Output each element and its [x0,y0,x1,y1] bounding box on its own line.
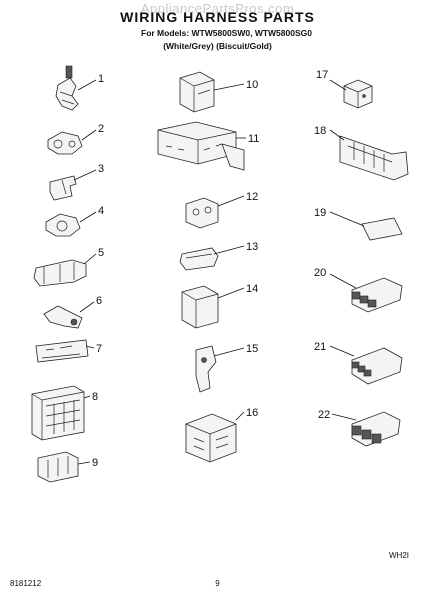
part-12-drawing [185,195,245,229]
diagram-code: WH2I [389,551,409,560]
callout-11: 11 [248,133,259,145]
callout-10: 10 [246,79,258,91]
part-2-drawing [47,129,97,155]
part-5-drawing [33,253,97,287]
callout-15: 15 [246,343,258,355]
callout-1: 1 [98,73,104,85]
part-13-drawing [179,245,245,271]
part-21-drawing [329,345,403,385]
part-14-drawing [181,285,245,329]
part-1-drawing [55,65,97,111]
callout-12: 12 [246,191,258,203]
callout-17: 17 [316,69,328,81]
part-9-drawing [37,451,91,483]
part-18-drawing [329,129,409,181]
callout-21: 21 [314,341,326,353]
callout-13: 13 [246,241,258,253]
callout-6: 6 [96,295,102,307]
callout-7: 7 [96,343,102,355]
page-title: WIRING HARNESS PARTS [120,9,315,25]
callout-9: 9 [92,457,98,469]
part-17-drawing [329,79,373,109]
part-22-drawing [331,411,401,447]
part-19-drawing [329,211,403,241]
callout-8: 8 [92,391,98,403]
callout-3: 3 [98,163,104,175]
callout-19: 19 [314,207,326,219]
part-10-drawing [179,71,245,113]
part-6-drawing [43,301,95,329]
callout-4: 4 [98,205,104,217]
callout-14: 14 [246,283,258,295]
callout-20: 20 [314,267,326,279]
part-3-drawing [49,169,97,201]
models-line: For Models: WTW5800SW0, WTW5800SG0 [141,28,312,38]
part-7-drawing [35,339,95,363]
callout-5: 5 [98,247,104,259]
part-15-drawing [195,345,245,393]
callout-16: 16 [246,407,258,419]
document-number: 8181212 [10,579,42,588]
page-number: 9 [215,579,220,588]
part-8-drawing [31,385,91,441]
part-11-drawing [157,121,246,171]
callout-22: 22 [318,409,330,421]
part-4-drawing [45,211,97,237]
part-20-drawing [329,273,403,313]
callout-2: 2 [98,123,104,135]
part-16-drawing [185,411,245,463]
watermark: AppliancePartsPros.com [140,1,295,16]
variants-line: (White/Grey) (Biscuit/Gold) [163,41,272,51]
callout-18: 18 [314,125,326,137]
